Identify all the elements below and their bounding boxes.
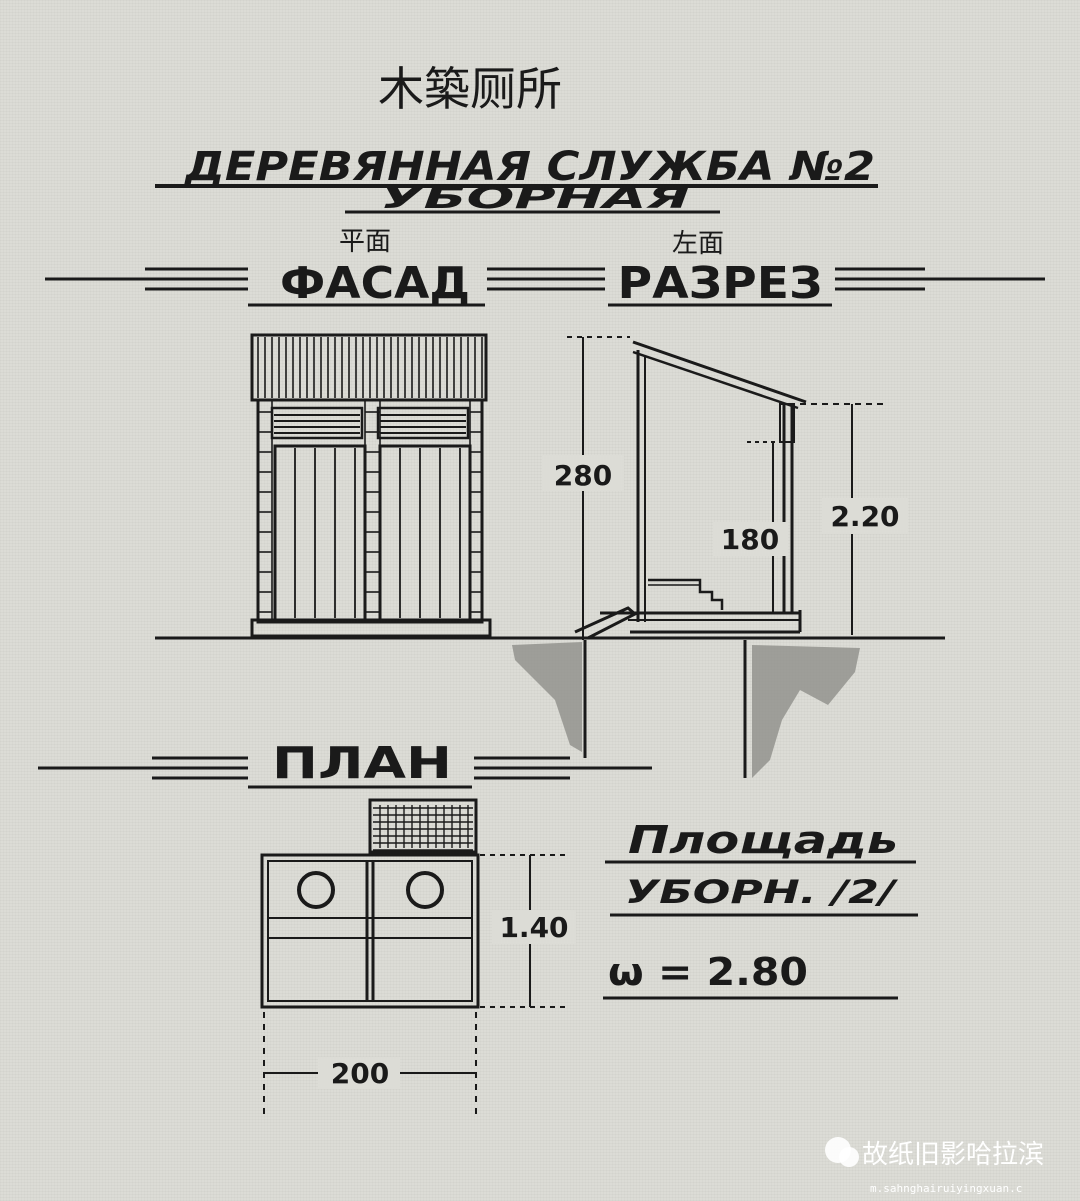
facade-wall [256,398,484,624]
title-chinese: 木築厕所 [378,62,562,116]
dimension-door-height: 180 [713,441,788,612]
dimension-plan-depth: 1.40 [480,854,576,1008]
area-note: Площадь УБОРН. /2/ ω = 2.80 [603,818,918,1000]
watermark-url: m.sahnghairuiyingxuan.c [870,1182,1022,1195]
facade-roof [250,333,488,402]
dimension-plan-width: 200 [263,1012,477,1120]
door-boards [294,448,461,618]
door-left [273,444,367,622]
section-steps [648,578,724,610]
section-chinese: 左面 [672,229,724,259]
section-label: РАЗРЕЗ [618,258,823,309]
plan-drawing [260,798,480,1009]
vent-left [270,406,364,440]
facade-elevation [250,333,492,638]
plan-header: ПЛАН [38,738,652,789]
grate-grid [373,805,473,851]
facade-chinese: 平面 [339,227,391,257]
facade-plinth [250,618,492,638]
dim-200: 200 [331,1057,389,1090]
dimension-rear-height: 2.20 [800,403,908,635]
dim-280: 280 [554,459,612,492]
cross-section [574,340,807,640]
watermark-text: 故纸旧影哈拉滨 [862,1140,1044,1170]
subtitle-russian: УБОРНАЯ [380,181,690,216]
title-russian: ДЕРЕВЯННАЯ СЛУЖБА №2 [183,144,875,190]
toilet-hole-left [297,871,335,909]
plan-grate [368,798,478,854]
vent-slats [274,414,466,434]
dimension-total-height: 280 [542,336,630,640]
section-ramp [574,606,638,640]
roof-ribs [257,337,483,398]
area-value: ω = 2.80 [608,950,808,994]
plan-outline [260,853,480,1009]
dim-140: 1.40 [499,911,568,944]
watermark: 故纸旧影哈拉滨 m.sahnghairuiyingxuan.c [825,1137,1044,1195]
dim-180: 180 [721,523,779,556]
dim-220: 2.20 [830,500,899,533]
door-right [378,444,472,622]
plan-label: ПЛАН [272,738,452,789]
facade-label: ФАСАД [280,258,470,309]
facade-header: 平面 ФАСАД [45,227,605,309]
section-header: 左面 РАЗРЕЗ [608,229,1045,309]
vent-right [376,406,470,440]
area-subtitle: УБОРН. /2/ [625,873,898,911]
toilet-hole-right [406,871,444,909]
earth-hatching [512,642,860,778]
area-title: Площадь [628,818,898,862]
